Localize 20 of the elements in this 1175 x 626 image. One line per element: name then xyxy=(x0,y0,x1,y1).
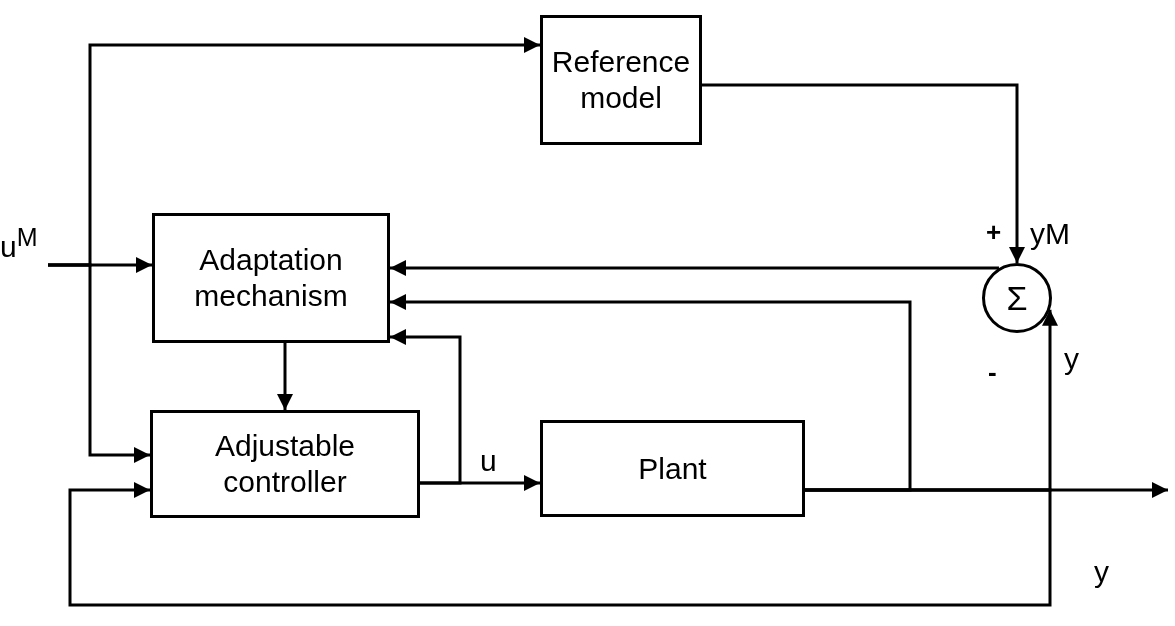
arrow xyxy=(702,83,1025,263)
block-box xyxy=(540,420,805,517)
block-box xyxy=(150,410,420,518)
block-box xyxy=(540,15,702,145)
arrow xyxy=(48,263,150,463)
block-label: Plant xyxy=(637,450,708,487)
sign-label: - xyxy=(987,358,998,386)
arrow xyxy=(390,294,912,492)
sigma-symbol: Σ xyxy=(1006,277,1028,319)
block-label: Adaptation mechanism xyxy=(193,242,349,314)
signal-label: u$^{M}$ xyxy=(0,222,38,265)
block-box xyxy=(152,213,390,343)
arrow xyxy=(390,260,999,276)
sign-label: + xyxy=(985,218,1003,246)
arrow xyxy=(68,482,1052,607)
arrow xyxy=(390,329,462,485)
arrow xyxy=(277,343,293,410)
arrow xyxy=(805,482,1168,498)
block-label: Reference model xyxy=(550,44,692,116)
block-label: Adjustable controller xyxy=(213,428,357,500)
